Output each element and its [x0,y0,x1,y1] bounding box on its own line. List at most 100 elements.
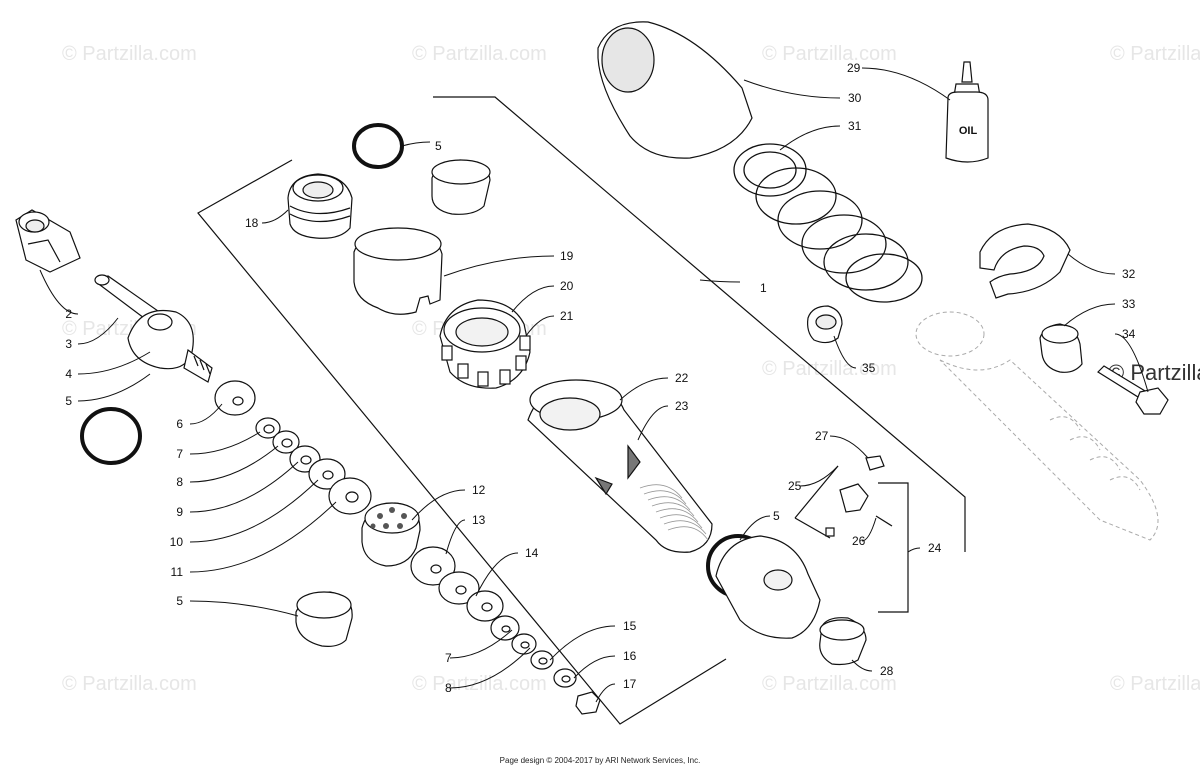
callout-number: 1 [760,281,767,295]
callout-leader-line [699,279,741,283]
callout-number: 17 [623,677,637,691]
callout-leader-line [619,377,669,401]
callout-number: 26 [852,534,866,548]
callout-leader-line [549,625,616,661]
callout-number: 9 [176,505,183,519]
callout-number: 21 [560,309,574,323]
o-ring-top [352,123,404,169]
callout-number: 24 [928,541,942,555]
callout-number: 4 [65,367,72,381]
part-coil-spring [733,143,923,303]
part-reservoir-eye [715,535,867,666]
callout-leader-line [511,285,555,313]
callout-leader-line [907,547,921,553]
callout-number: 30 [848,91,862,105]
callout-number: 6 [176,417,183,431]
part-adjuster-ring [439,299,531,389]
part-bushing-cap [15,209,81,273]
inner-assembly-box [197,159,727,725]
watermark-text: © Partzilla.com [762,43,897,65]
callout-leader-line [637,405,669,441]
callout-number: 7 [176,447,183,461]
o-ring-left [80,407,142,465]
callout-leader-line [443,255,555,277]
callout-number: 2 [65,307,72,321]
callout-leader-line [401,141,431,147]
callout-number: 5 [773,509,780,523]
callout-number: 31 [848,119,862,133]
part-seal-head [287,173,353,239]
callout-leader-line [833,335,857,369]
watermark-text: © Partzilla.com [412,43,547,65]
callout-leader-line [739,515,771,541]
callout-leader-line [411,489,466,521]
oil-label: OIL [959,125,978,137]
callout-leader-line [475,552,519,597]
part-schrader-valve [825,455,893,537]
part-shock-body [527,379,713,553]
callout-number: 25 [788,479,802,493]
part-bushing-band [431,159,491,215]
callout-leader-line [1114,333,1149,393]
bracket-24 [878,482,909,613]
callout-leader-line [189,501,337,573]
assembled-shock-outline [915,311,1159,541]
callout-leader-line [77,351,151,375]
callout-leader-line [595,683,616,703]
callout-group: 1234555567788910111213141516171819202122… [39,61,1149,703]
callout-leader-line [861,517,877,542]
callout-leader-line [851,659,873,672]
callout-number: 29 [847,61,861,75]
callout-number: 32 [1122,267,1136,281]
outer-assembly-line [433,96,966,552]
part-shaft-eye [94,274,213,383]
callout-leader-line [189,403,223,425]
callout-leader-line [189,479,319,543]
callout-leader-line [743,79,841,99]
callout-number: 18 [245,216,259,230]
callout-number: 16 [623,649,637,663]
watermark-text: © Partzilla.com [62,43,197,65]
callout-number: 5 [435,139,442,153]
callout-leader-line [261,209,289,224]
watermark-text: © Partzilla.com [762,673,897,695]
callout-number: 35 [862,361,876,375]
watermark-text: © Partzilla.com [1110,673,1200,695]
bracket-25-bottom [794,517,831,539]
callout-number: 23 [675,399,689,413]
callout-leader-line [1063,303,1116,327]
callout-leader-line [189,600,299,617]
part-oil-bottle [945,61,989,163]
callout-leader-line [449,647,531,689]
callout-leader-line [189,431,261,455]
part-c-clip [979,223,1071,299]
part-nut [807,305,843,344]
callout-leader-line [189,445,279,483]
callout-number: 13 [472,513,486,527]
callout-number: 5 [176,594,183,608]
callout-leader-line [39,269,79,315]
callout-number: 19 [560,249,574,263]
callout-leader-line [525,315,555,337]
callout-number: 10 [170,535,184,549]
watermark-text: © Partzilla.com [62,673,197,695]
callout-number: 5 [65,394,72,408]
callout-leader-line [449,629,513,659]
callout-number: 14 [525,546,539,560]
callout-leader-line [189,461,299,513]
callout-number: 22 [675,371,689,385]
callout-number: 28 [880,664,894,678]
callout-number: 8 [176,475,183,489]
part-piston [361,502,421,567]
watermark-text: © Partzilla.com [412,673,547,695]
callout-number: 34 [1122,327,1136,341]
callout-leader-line [799,465,839,487]
callout-number: 3 [65,337,72,351]
callout-number: 12 [472,483,486,497]
callout-leader-line [861,67,951,101]
callout-number: 11 [171,565,184,579]
shim-stack-left [214,380,372,515]
callout-number: 20 [560,279,574,293]
